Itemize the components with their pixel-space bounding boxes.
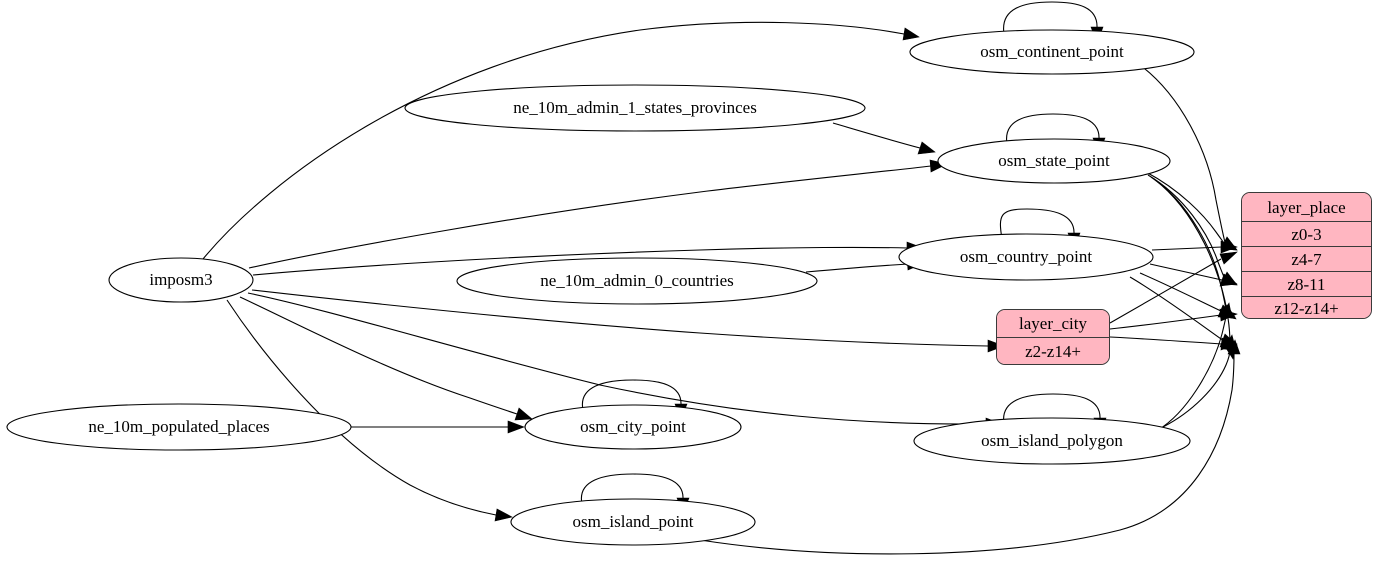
node-osm_city_point[interactable]: osm_city_point [524, 404, 742, 450]
edge-osm_state_point-to-layer_place-z4_7 [1147, 174, 1238, 286]
edge-osm_state_point-to-layer_place-z12_z14 [1153, 178, 1237, 360]
layer-place-row-z12-z14plus[interactable]: z12-z14+ [1242, 296, 1371, 318]
node-label-osm_island_polygon: osm_island_polygon [981, 431, 1123, 450]
node-label-osm_continent_point: osm_continent_point [980, 42, 1124, 61]
node-ne_10m_admin_1_states_provinces[interactable]: ne_10m_admin_1_states_provinces [404, 84, 866, 132]
node-osm_island_polygon[interactable]: osm_island_polygon [913, 417, 1191, 465]
edge-osm_country_point-to-layer_place-z0_3 [1151, 240, 1238, 254]
node-label-osm_island_point: osm_island_point [573, 512, 694, 531]
layer-city-title: layer_city [997, 310, 1109, 337]
node-label-osm_state_point: osm_state_point [998, 151, 1110, 170]
edge-osm_island_polygon-to-layer_place-z12_z14 [1162, 334, 1237, 428]
layer-place-row-z0-3[interactable]: z0-3 [1242, 221, 1371, 246]
node-imposm3[interactable]: imposm3 [108, 257, 254, 303]
edge-osm_island_point-to-layer_place-z12_z14 [699, 339, 1241, 555]
node-label-ne_10m_admin_1_states_provinces: ne_10m_admin_1_states_provinces [513, 98, 757, 117]
node-label-osm_country_point: osm_country_point [960, 247, 1092, 266]
layer-place-row-z8-11[interactable]: z8-11 [1242, 271, 1371, 296]
node-label-imposm3: imposm3 [149, 270, 212, 289]
node-ne_10m_populated_places[interactable]: ne_10m_populated_places [6, 403, 352, 451]
layer-place-title: layer_place [1242, 193, 1371, 221]
node-label-osm_city_point: osm_city_point [580, 417, 686, 436]
edge-ne_10m_populated_places-to-osm_city_point [351, 420, 525, 434]
node-osm_island_point[interactable]: osm_island_point [510, 498, 756, 546]
node-layer: imposm3 ne_10m_admin_1_states_provinces … [6, 29, 1195, 546]
node-label-ne_10m_populated_places: ne_10m_populated_places [88, 417, 269, 436]
node-label-ne_10m_admin_0_countries: ne_10m_admin_0_countries [540, 271, 734, 290]
edge-ne_10m_admin_1_states_provinces-to-osm_state_point [832, 122, 936, 155]
node-osm_country_point[interactable]: osm_country_point [898, 233, 1154, 281]
edge-imposm3-to-osm_state_point [248, 159, 948, 269]
layer-place-row-z4-7[interactable]: z4-7 [1242, 246, 1371, 271]
node-osm_state_point[interactable]: osm_state_point [937, 138, 1171, 184]
node-osm_continent_point[interactable]: osm_continent_point [909, 29, 1195, 75]
node-ne_10m_admin_0_countries[interactable]: ne_10m_admin_0_countries [456, 257, 818, 305]
edge-osm_island_polygon-to-layer_place-z8_11 [1157, 302, 1233, 431]
edge-imposm3-to-osm_continent_point [202, 21, 920, 260]
record-node-layer-city[interactable]: layer_city z2-z14+ [996, 309, 1110, 365]
edge-imposm3-to-osm_island_point [226, 299, 513, 522]
edge-imposm3-to-osm_city_point [239, 296, 533, 421]
edge-osm_country_point-to-layer_place-z4_7 [1149, 263, 1238, 287]
layer-city-row-z2-z14plus[interactable]: z2-z14+ [997, 337, 1109, 364]
edge-layer_city-to-layer_place-z0_3 [1109, 251, 1238, 324]
record-node-layer-place[interactable]: layer_place z0-3 z4-7 z8-11 z12-z14+ [1241, 192, 1372, 319]
